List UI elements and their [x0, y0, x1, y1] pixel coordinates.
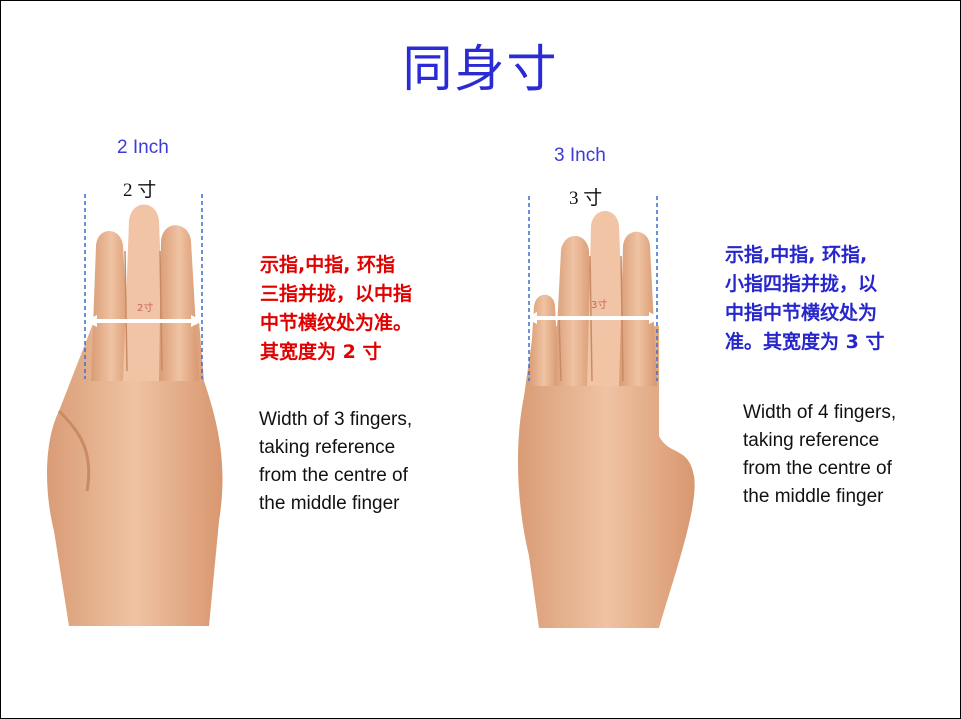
left-guide-lines — [84, 194, 203, 379]
left-english-description: Width of 3 fingers, taking reference fro… — [259, 409, 413, 514]
right-hand-image: 3寸 — [517, 211, 695, 628]
left-finger-mark: 2寸 — [137, 301, 153, 314]
right-chinese-description: 示指,中指, 环指, 小指四指并拢，以 中指中节横纹处为 准。其宽度为 3 寸 — [725, 244, 885, 353]
right-cun-label: 3 寸 — [569, 188, 603, 209]
right-inch-label: 3 Inch — [554, 145, 606, 166]
right-guide-lines — [528, 196, 658, 381]
right-finger-mark: 3寸 — [591, 298, 607, 311]
left-cun-label: 2 寸 — [123, 180, 157, 201]
left-inch-label: 2 Inch — [117, 137, 169, 158]
left-chinese-description: 示指,中指, 环指 三指并拢，以中指 中节横纹处为准。 其宽度为 2 寸 — [260, 254, 413, 363]
right-english-description: Width of 4 fingers, taking reference fro… — [743, 402, 897, 507]
left-hand-image: 2寸 — [47, 204, 223, 626]
page-title: 同身寸 — [402, 40, 559, 98]
